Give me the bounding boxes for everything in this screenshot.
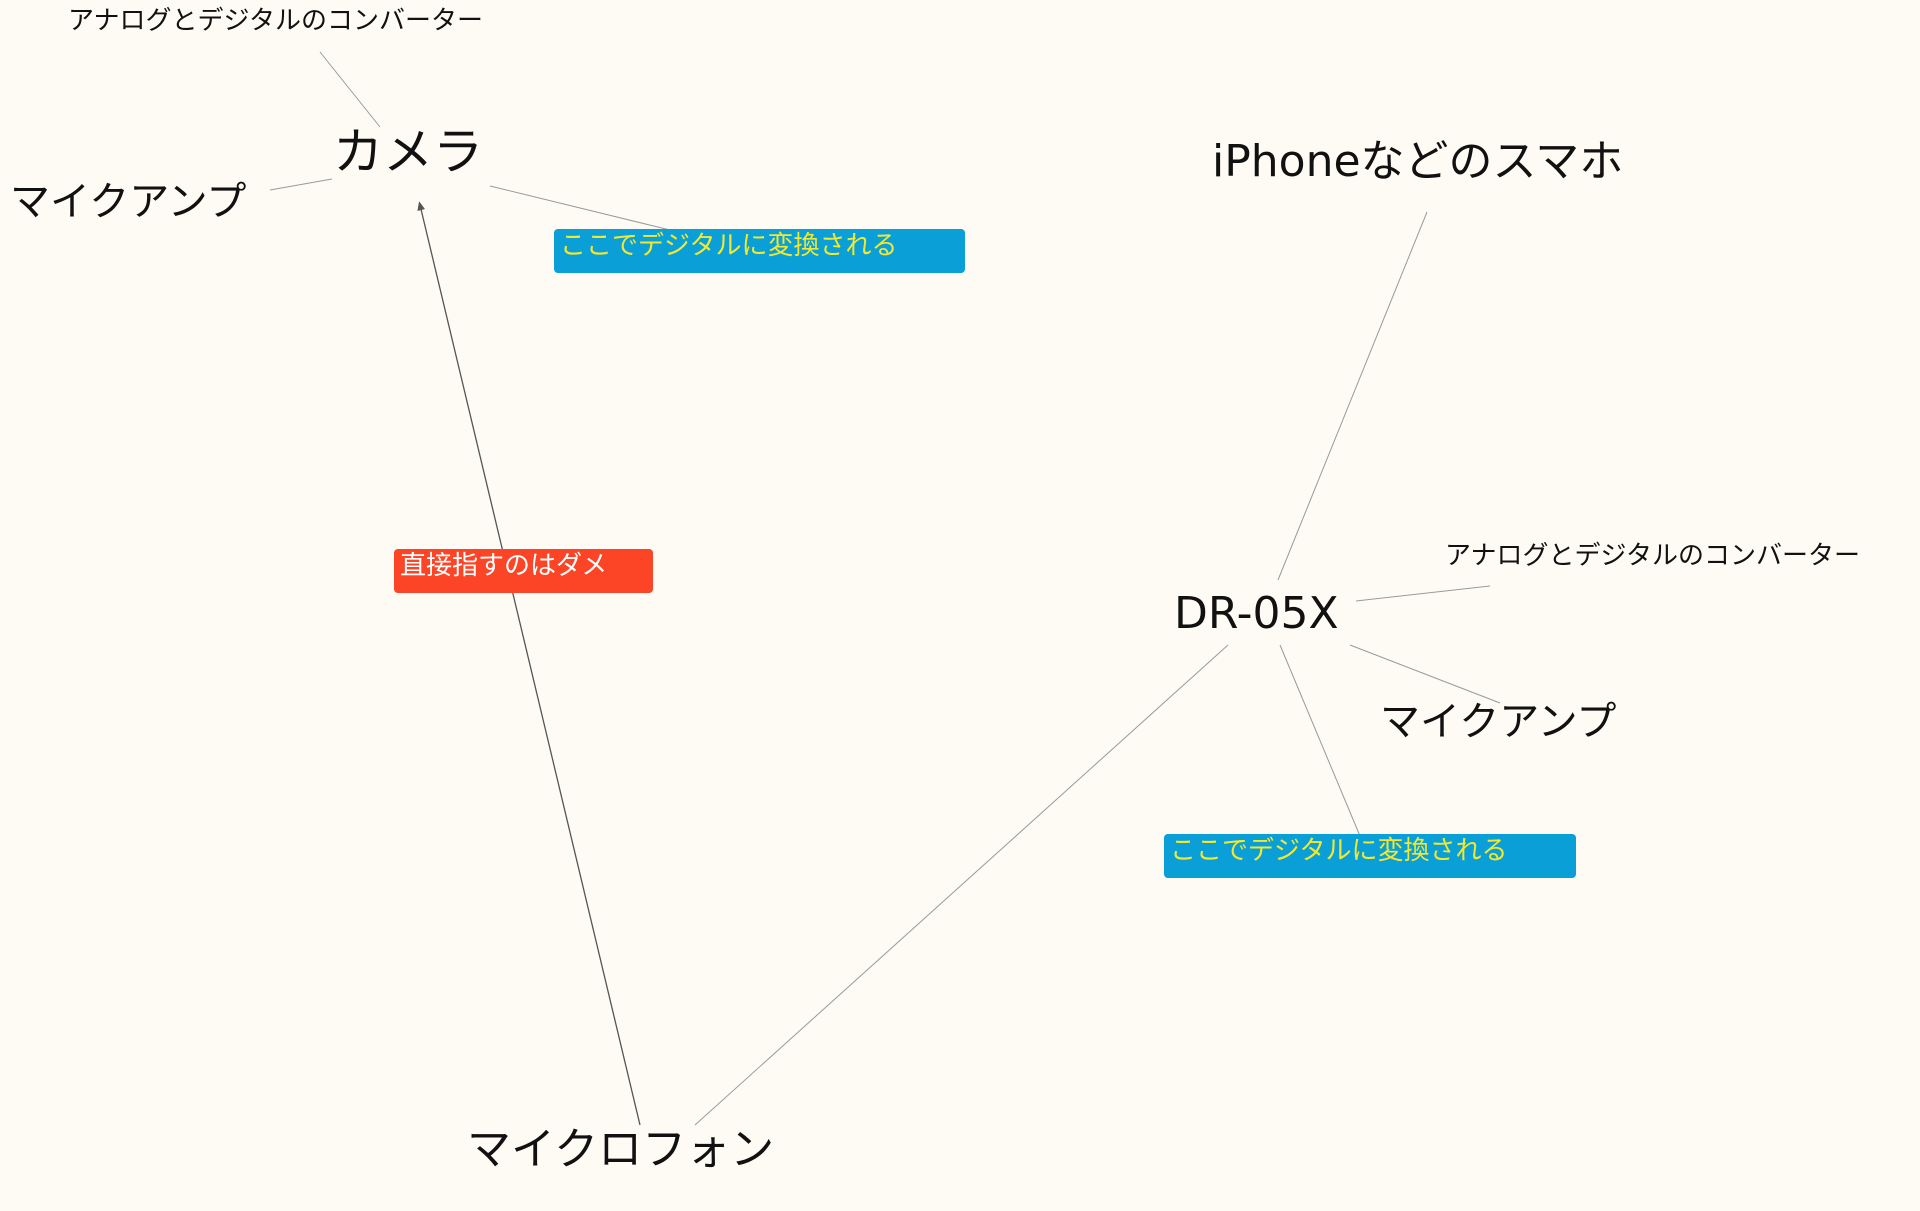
microphone-node[interactable]: マイクロフォン	[467, 1124, 775, 1175]
edge-recorder-converter	[1355, 585, 1491, 602]
recorder-amp-node[interactable]: マイクアンプ	[1380, 699, 1617, 745]
edge-microphone-recorder	[694, 644, 1229, 1126]
edge-recorder-digital-note	[1279, 644, 1361, 837]
edge-microphone-camera-direct[interactable]	[417, 201, 641, 1126]
edge-recorder-amp	[1349, 644, 1501, 704]
edge-converter-camera	[319, 51, 381, 128]
smartphone-node[interactable]: iPhoneなどのスマホ	[1212, 136, 1624, 187]
recorder-converter-node[interactable]: アナログとデジタルのコンバーター	[1445, 541, 1860, 571]
camera-node[interactable]: カメラ	[333, 123, 483, 181]
camera-amp-node[interactable]: マイクアンプ	[10, 179, 247, 225]
direct-ng-note[interactable]: 直接指すのはダメ	[394, 549, 653, 593]
edge-recorder-smartphone	[1277, 211, 1428, 581]
camera-digital-note[interactable]: ここでデジタルに変換される	[554, 229, 965, 273]
edge-amp-camera	[269, 178, 333, 191]
recorder-digital-note[interactable]: ここでデジタルに変換される	[1164, 834, 1576, 878]
camera-converter-node[interactable]: アナログとデジタルのコンバーター	[68, 6, 483, 36]
edge-camera-digital-note	[489, 185, 671, 231]
recorder-node[interactable]: DR-05X	[1174, 588, 1339, 639]
